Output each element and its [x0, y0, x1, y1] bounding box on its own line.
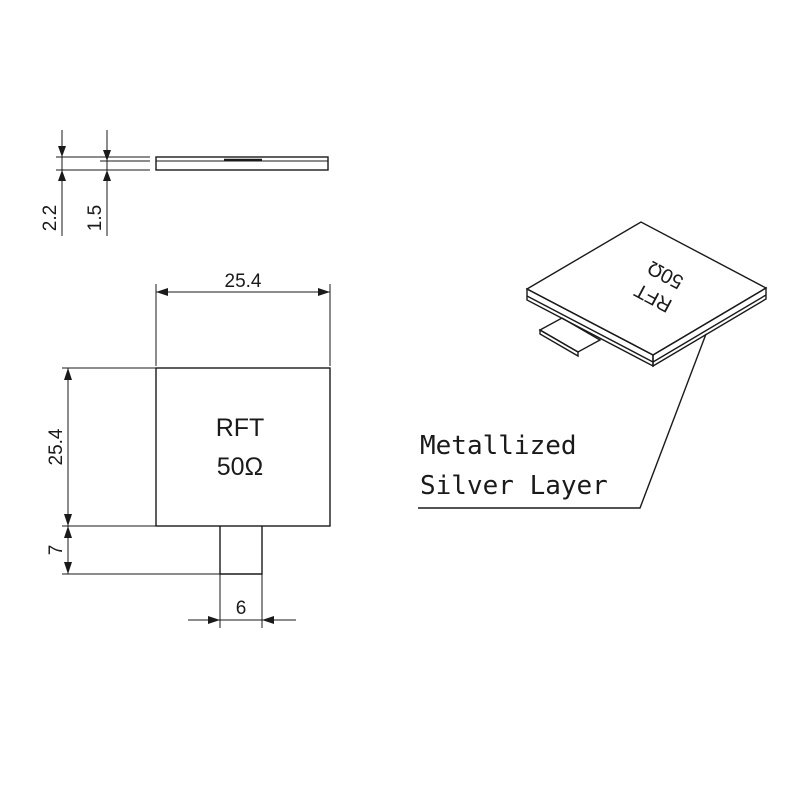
callout-leader-line: [418, 333, 707, 509]
dim-width-text: 25.4: [225, 271, 262, 292]
dim-width-arrow-right: [318, 288, 330, 296]
callout-text-line1: Metallized: [420, 431, 577, 461]
side-plate: [155, 156, 329, 171]
iso-plate-right-side: [652, 286, 767, 368]
resistor-tab: [219, 526, 263, 575]
dim-height-arrow-bottom: [64, 514, 72, 526]
dim-width-arrow-left: [156, 288, 168, 296]
dim-tab-width-arrow-right: [262, 616, 274, 624]
dim-tab-length-arrow-top: [64, 526, 72, 538]
dim-substrate-arrow-bottom: [103, 170, 111, 181]
dim-height-text: 25.4: [46, 428, 67, 465]
dim-total-arrow-bottom: [58, 170, 66, 181]
callout-text-line2: Silver Layer: [420, 471, 608, 501]
body-label-line1: RFT: [216, 414, 265, 442]
top-view: RFT 50Ω 25.4 25.4 7 6: [46, 271, 331, 628]
resistor-body: [155, 367, 331, 527]
iso-silver-layer-left: [526, 295, 654, 363]
dim-substrate-arrow-top: [103, 150, 111, 161]
iso-tab-side: [539, 328, 579, 358]
callout: Metallized Silver Layer: [418, 333, 707, 509]
dim-substrate-thickness-text: 1.5: [85, 205, 106, 231]
dim-tab-length-text: 7: [46, 545, 67, 556]
side-view: 2.2 1.5: [40, 130, 329, 236]
dim-tab-length-arrow-bottom: [64, 562, 72, 574]
iso-view: RFT 50Ω: [525, 221, 768, 368]
body-label-line2: 50Ω: [217, 453, 264, 481]
dim-total-thickness-text: 2.2: [40, 205, 61, 231]
iso-label: RFT 50Ω: [631, 256, 687, 316]
dim-total-arrow-top: [58, 146, 66, 157]
dim-tab-width-arrow-left: [208, 616, 220, 624]
dim-tab-width-text: 6: [236, 598, 247, 619]
dim-height-arrow-top: [64, 368, 72, 380]
iso-silver-layer-right: [652, 294, 767, 363]
